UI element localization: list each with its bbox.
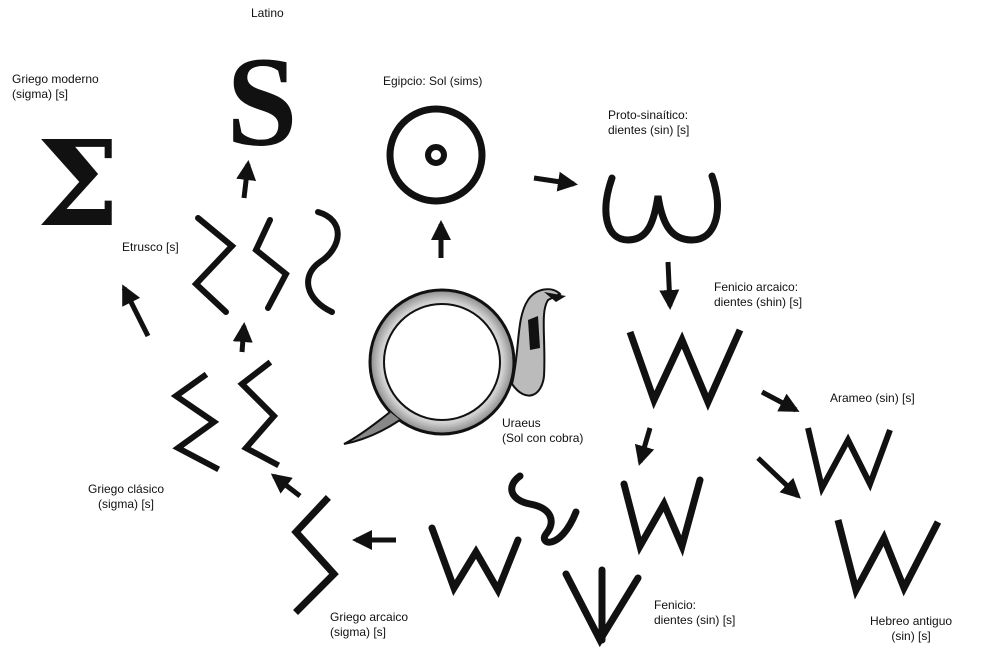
old-hebrew-glyph [834, 519, 942, 600]
phoenician-glyphs [428, 472, 704, 648]
label-griego-arcaico: Griego arcaico (sigma) [s] [330, 610, 409, 639]
label-proto-sinaitico: Proto-sinaítico: dientes (sin) [s] [608, 108, 690, 137]
phoenician-archaic-glyph [626, 328, 744, 411]
uraeus-glyph [343, 288, 566, 445]
etruscan-glyphs [191, 209, 341, 315]
label-griego-clasico: Griego clásico (sigma) [s] [88, 482, 165, 511]
greek-classical-glyphs [170, 359, 281, 473]
greek-archaic-glyph [291, 495, 339, 615]
label-fenicio-arcaico: Fenicio arcaico: dientes (shin) [s] [714, 280, 803, 309]
label-arameo: Arameo (sin) [s] [830, 391, 915, 405]
label-latino: Latino [251, 6, 284, 20]
label-hebreo-antiguo: Hebreo antiguo (sin) [s] [870, 614, 953, 643]
aramaic-glyph [805, 427, 893, 497]
label-uraeus: Uraeus (Sol con cobra) [502, 416, 584, 445]
label-etrusco: Etrusco [s] [122, 240, 179, 254]
arrows [121, 160, 801, 550]
label-egipcio: Egipcio: Sol (sims) [383, 74, 483, 88]
egyptian-sun-glyph [386, 105, 486, 205]
label-fenicio: Fenicio: dientes (sin) [s] [654, 598, 736, 627]
label-griego-moderno: Griego moderno (sigma) [s] [12, 72, 99, 101]
proto-sinaitic-glyph [602, 172, 722, 244]
latin-s-glyph: S [226, 31, 297, 173]
greek-sigma-glyph: Σ [36, 114, 119, 253]
